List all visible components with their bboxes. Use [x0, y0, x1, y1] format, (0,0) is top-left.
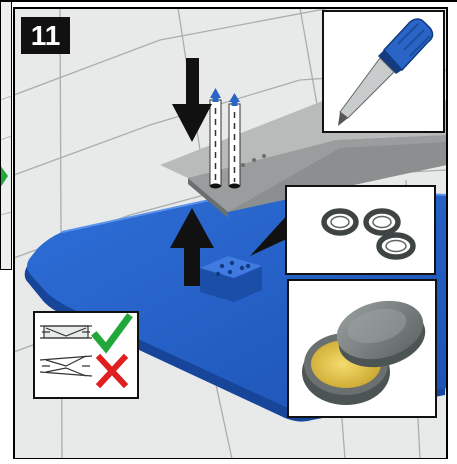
gasket-inset	[286, 186, 435, 274]
screwdriver-inset	[323, 11, 444, 132]
correct-mount-icon	[40, 326, 92, 338]
main-scene	[14, 8, 447, 459]
previous-panel-fragment	[0, 0, 12, 270]
sealant-inset	[288, 280, 436, 417]
mounting-check-inset	[34, 312, 138, 398]
step-number-badge: 11	[21, 17, 70, 54]
